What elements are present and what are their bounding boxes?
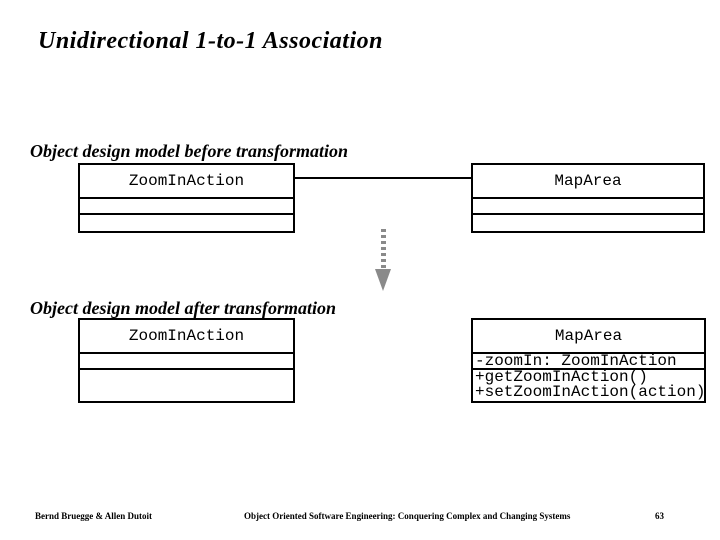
operation-text: +setZoomInAction(action) (475, 383, 704, 401)
slide-footer: Bernd Bruegge & Allen Dutoit Object Orie… (0, 509, 720, 525)
section-heading-before: Object design model before transformatio… (30, 141, 348, 161)
operations-compartment: +getZoomInAction() +setZoomInAction(acti… (473, 368, 704, 401)
arrow-shaft (381, 229, 386, 271)
footer-authors: Bernd Bruegge & Allen Dutoit (35, 511, 152, 521)
attributes-compartment (473, 197, 703, 213)
operations-compartment (80, 368, 293, 401)
attributes-compartment (80, 197, 293, 213)
class-box-maparea-before: MapArea (471, 163, 705, 233)
transform-arrow-icon (372, 229, 394, 291)
arrow-head (375, 269, 391, 291)
footer-book-title: Object Oriented Software Engineering: Co… (244, 511, 571, 521)
class-name: MapArea (554, 172, 622, 190)
section-heading-after: Object design model after transformation (30, 298, 336, 318)
footer-page-number: 63 (655, 511, 664, 521)
operations-compartment (80, 213, 293, 231)
operations-compartment (473, 213, 703, 231)
class-name: ZoomInAction (128, 327, 245, 345)
class-name: ZoomInAction (128, 172, 245, 190)
attribute-text: -zoomIn: ZoomInAction (475, 352, 677, 368)
class-name: MapArea (554, 327, 623, 345)
class-box-maparea-after: MapArea -zoomIn: ZoomInAction +getZoomIn… (471, 318, 706, 403)
page-title: Unidirectional 1-to-1 Association (38, 28, 383, 54)
operation-text: +getZoomInAction() (475, 368, 648, 386)
class-box-zoominaction-before: ZoomInAction (78, 163, 295, 233)
class-box-zoominaction-after: ZoomInAction (78, 318, 295, 403)
attributes-compartment (80, 352, 293, 368)
attributes-compartment: -zoomIn: ZoomInAction (473, 352, 704, 368)
association-line (295, 177, 471, 179)
